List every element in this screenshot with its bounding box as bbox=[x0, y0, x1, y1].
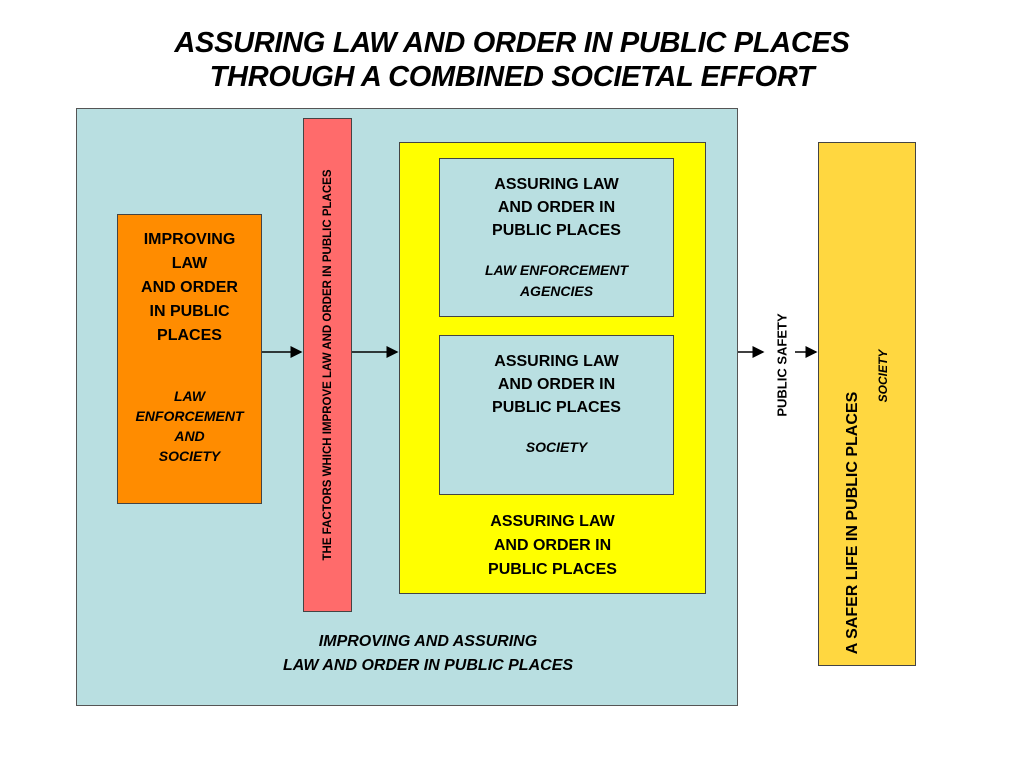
inner2-subtitle: SOCIETY bbox=[440, 437, 673, 458]
outer-caption-line-1: IMPROVING AND ASSURING bbox=[318, 633, 538, 650]
assuring-caption: ASSURING LAW AND ORDER IN PUBLIC PLACES bbox=[440, 510, 665, 582]
inner2-line-1: ASSURING LAW bbox=[494, 353, 619, 370]
inner1-line-3: PUBLIC PLACES bbox=[492, 222, 621, 239]
improving-law-order-box: IMPROVING LAW AND ORDER IN PUBLIC PLACES… bbox=[117, 214, 262, 504]
inner1-line-2: AND ORDER IN bbox=[497, 199, 616, 216]
inner2-line-3: PUBLIC PLACES bbox=[492, 399, 621, 416]
improving-heading: IMPROVING LAW AND ORDER IN PUBLIC PLACES bbox=[118, 228, 261, 348]
improving-line-3: AND ORDER bbox=[141, 279, 238, 296]
page-title: ASSURING LAW AND ORDER IN PUBLIC PLACES … bbox=[0, 26, 1024, 94]
improving-line-2: LAW bbox=[171, 255, 208, 272]
outer-caption: IMPROVING AND ASSURING LAW AND ORDER IN … bbox=[200, 630, 656, 678]
improving-line-1: IMPROVING bbox=[143, 231, 236, 248]
inner2-heading: ASSURING LAW AND ORDER IN PUBLIC PLACES bbox=[440, 350, 673, 419]
law-enforcement-agencies-box: ASSURING LAW AND ORDER IN PUBLIC PLACES … bbox=[439, 158, 674, 317]
inner1-line-1: ASSURING LAW bbox=[494, 176, 619, 193]
improving-sub-3: AND bbox=[174, 428, 205, 444]
improving-sub-4: SOCIETY bbox=[158, 448, 221, 464]
improving-subtitle: LAW ENFORCEMENT AND SOCIETY bbox=[118, 386, 261, 466]
title-line-2: THROUGH A COMBINED SOCIETAL EFFORT bbox=[209, 61, 815, 93]
improving-sub-2: ENFORCEMENT bbox=[135, 408, 244, 424]
title-line-1: ASSURING LAW AND ORDER IN PUBLIC PLACES bbox=[174, 27, 850, 59]
inner1-heading: ASSURING LAW AND ORDER IN PUBLIC PLACES bbox=[440, 173, 673, 242]
inner2-line-2: AND ORDER IN bbox=[497, 376, 616, 393]
inner2-sub-1: SOCIETY bbox=[525, 439, 588, 455]
factors-bar: THE FACTORS WHICH IMPROVE LAW AND ORDER … bbox=[303, 118, 352, 612]
improving-line-4: IN PUBLIC bbox=[149, 303, 230, 320]
assuring-caption-line-1: ASSURING LAW bbox=[490, 513, 615, 530]
inner1-sub-2: AGENCIES bbox=[519, 283, 594, 299]
inner1-sub-1: LAW ENFORCEMENT bbox=[484, 262, 629, 278]
assuring-caption-line-3: PUBLIC PLACES bbox=[488, 561, 617, 578]
assuring-caption-line-2: AND ORDER IN bbox=[493, 537, 612, 554]
society-box: ASSURING LAW AND ORDER IN PUBLIC PLACES … bbox=[439, 335, 674, 495]
inner1-subtitle: LAW ENFORCEMENT AGENCIES bbox=[440, 260, 673, 302]
improving-line-5: PLACES bbox=[157, 327, 222, 344]
improving-sub-1: LAW bbox=[173, 388, 206, 404]
outer-caption-line-2: LAW AND ORDER IN PUBLIC PLACES bbox=[282, 657, 574, 674]
safer-life-box: A SAFER LIFE IN PUBLIC PLACES SOCIETY bbox=[818, 142, 916, 666]
